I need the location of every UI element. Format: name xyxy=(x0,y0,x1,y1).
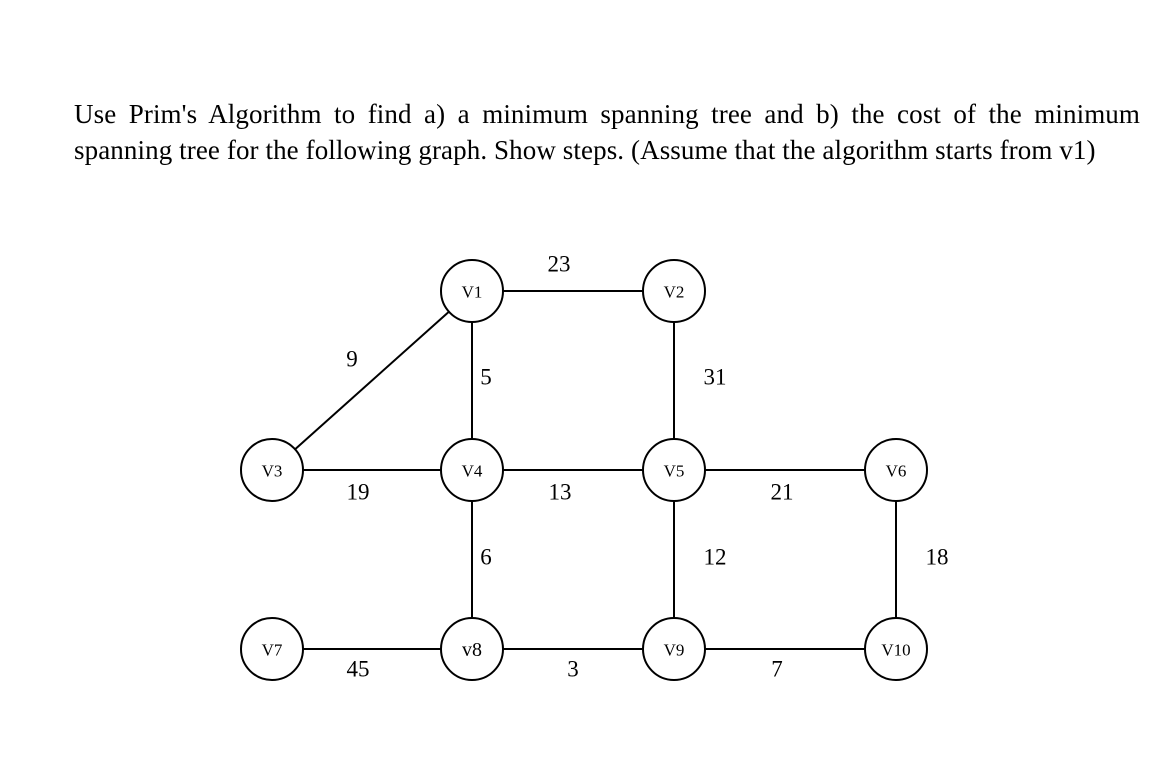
node-label-v7: V7 xyxy=(262,641,283,660)
node-circle-v8 xyxy=(440,617,504,681)
question-line-1: Use Prim's Algorithm to find a) a minimu… xyxy=(74,99,1140,129)
node-circle-v5 xyxy=(642,438,706,502)
edge-weight-v9-v10: 7 xyxy=(771,657,783,682)
node-circle-v9 xyxy=(642,617,706,681)
edge-weight-v7-v8: 45 xyxy=(347,657,370,682)
node-v1: V1 xyxy=(440,259,504,323)
node-label-v10: V10 xyxy=(881,641,910,660)
edge-weight-v1-v4: 5 xyxy=(480,365,492,390)
node-circle-v2 xyxy=(642,259,706,323)
edge-v1-v3 xyxy=(294,310,450,451)
edge-weight-v6-v10: 18 xyxy=(926,545,949,570)
node-v5: V5 xyxy=(642,438,706,502)
node-circle-v7 xyxy=(240,617,304,681)
node-v8: v8 xyxy=(440,617,504,681)
node-v6: V6 xyxy=(864,438,928,502)
node-circle-v4 xyxy=(440,438,504,502)
graph-edges xyxy=(294,290,897,650)
node-label-v2: V2 xyxy=(664,283,685,302)
node-v10: V10 xyxy=(864,617,928,681)
node-v4: V4 xyxy=(440,438,504,502)
node-label-v9: V9 xyxy=(664,641,685,660)
node-label-v8: v8 xyxy=(462,639,482,661)
graph-edge-weights: 23 9 5 31 19 13 21 6 12 18 45 3 7 xyxy=(346,252,948,682)
edge-weight-v8-v9: 3 xyxy=(567,657,579,682)
edge-weight-v2-v5: 31 xyxy=(704,365,727,390)
node-circle-v10 xyxy=(864,617,928,681)
question-line-2: spanning tree for the following graph. S… xyxy=(74,135,1096,165)
edge-weight-v4-v8: 6 xyxy=(480,545,492,570)
node-label-v3: V3 xyxy=(262,462,283,481)
node-circle-v3 xyxy=(240,438,304,502)
edge-weight-v4-v5: 13 xyxy=(549,480,572,505)
node-v7: V7 xyxy=(240,617,304,681)
edge-weight-v3-v4: 19 xyxy=(347,480,370,505)
question-text: Use Prim's Algorithm to find a) a minimu… xyxy=(74,96,1140,168)
node-label-v1: V1 xyxy=(462,283,483,302)
node-circle-v6 xyxy=(864,438,928,502)
node-v9: V9 xyxy=(642,617,706,681)
node-label-v4: V4 xyxy=(462,462,483,481)
edge-weight-v1-v3: 9 xyxy=(346,347,358,372)
node-circle-v1 xyxy=(440,259,504,323)
node-label-v6: V6 xyxy=(886,462,907,481)
edge-weight-v5-v9: 12 xyxy=(704,545,727,570)
node-v2: V2 xyxy=(642,259,706,323)
edge-weight-v1-v2: 23 xyxy=(548,252,571,277)
node-v3: V3 xyxy=(240,438,304,502)
node-label-v5: V5 xyxy=(664,462,685,481)
edge-weight-v5-v6: 21 xyxy=(771,480,794,505)
